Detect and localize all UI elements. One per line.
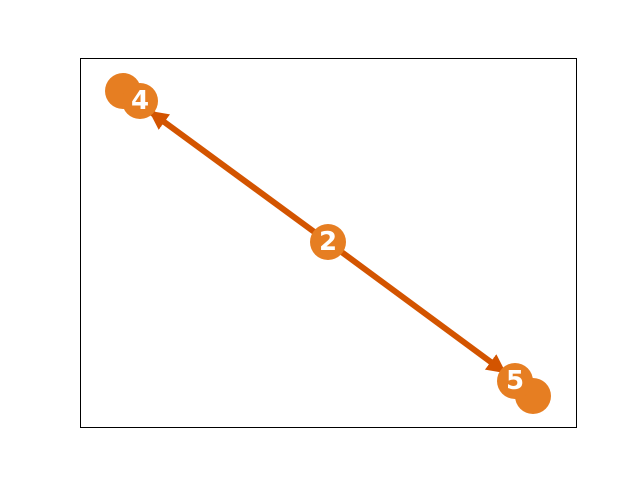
- node-2[interactable]: [310, 224, 346, 260]
- plot-frame: [80, 58, 577, 428]
- node-5[interactable]: [497, 363, 533, 399]
- edge-2-to-4: [148, 110, 330, 245]
- node-4[interactable]: [122, 83, 158, 119]
- node-5-label: 5: [506, 366, 524, 396]
- node-4-label: 4: [131, 86, 149, 116]
- edge-2-to-5: [326, 239, 507, 374]
- node-2-label: 2: [319, 227, 337, 257]
